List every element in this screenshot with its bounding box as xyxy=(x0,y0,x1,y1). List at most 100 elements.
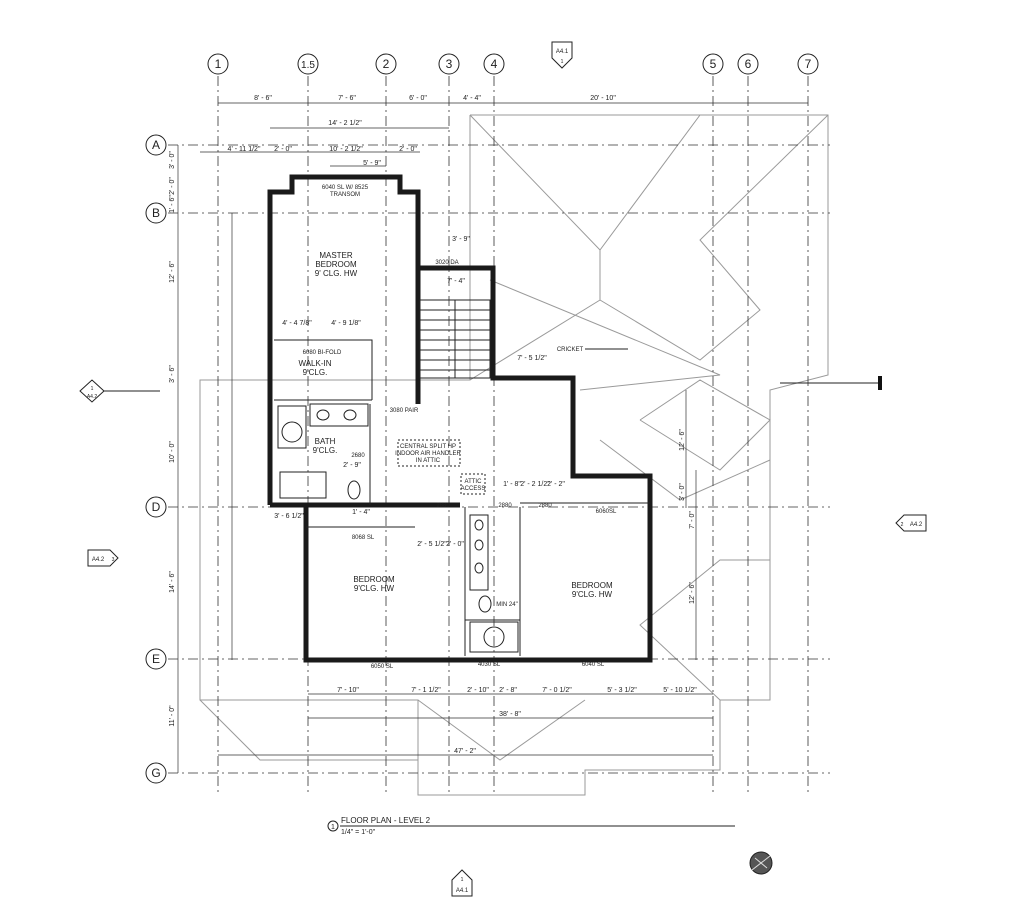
svg-text:2' - 5 1/2": 2' - 5 1/2" xyxy=(417,541,447,548)
svg-text:2' - 0": 2' - 0" xyxy=(274,146,292,153)
dimensions-bottom: 7' - 10" 7' - 1 1/2" 2' - 10" 2' - 8" 7'… xyxy=(218,687,713,756)
bathroom-fixtures xyxy=(277,403,519,653)
svg-text:6: 6 xyxy=(745,57,752,71)
section-mark-top: A4.1 1 xyxy=(551,41,573,69)
grid-bubble-7: 7 xyxy=(797,53,819,75)
svg-text:3' - 6": 3' - 6" xyxy=(169,365,176,383)
section-line-right xyxy=(780,376,882,390)
svg-text:1' - 6": 1' - 6" xyxy=(169,195,176,213)
svg-text:12' - 6": 12' - 6" xyxy=(689,582,696,604)
drawing-scale-text: 1/4" = 1'-0" xyxy=(341,829,376,836)
svg-text:1' - 4": 1' - 4" xyxy=(352,509,370,516)
svg-text:ATTIC: ATTIC xyxy=(465,479,483,485)
svg-text:12' - 6": 12' - 6" xyxy=(169,261,176,283)
svg-text:2880: 2880 xyxy=(436,503,450,509)
svg-text:B: B xyxy=(152,206,160,220)
svg-text:1: 1 xyxy=(91,386,94,392)
svg-text:MIN 24": MIN 24" xyxy=(496,602,517,608)
svg-text:9'CLG. HW: 9'CLG. HW xyxy=(572,590,613,599)
grid-row-bubbles: A B D E G xyxy=(145,134,167,784)
roof-outline xyxy=(199,114,829,796)
svg-text:2680: 2680 xyxy=(351,453,365,459)
svg-text:14' - 2 1/2": 14' - 2 1/2" xyxy=(328,120,362,127)
svg-text:A4.2: A4.2 xyxy=(910,522,923,528)
drawing-title: 1 FLOOR PLAN - LEVEL 2 1/4" = 1'-0" xyxy=(327,816,735,836)
svg-text:7' - 4": 7' - 4" xyxy=(447,278,465,285)
interior-walls xyxy=(274,339,650,656)
svg-text:5' - 9": 5' - 9" xyxy=(363,160,381,167)
svg-text:7' - 6": 7' - 6" xyxy=(338,95,356,102)
svg-text:1: 1 xyxy=(461,877,464,883)
room-walkin-label: WALK-IN xyxy=(298,359,331,368)
svg-text:7' - 10": 7' - 10" xyxy=(337,687,359,694)
svg-text:4' - 4": 4' - 4" xyxy=(463,95,481,102)
exterior-walls xyxy=(267,174,653,663)
svg-text:2' - 0": 2' - 0" xyxy=(169,177,176,195)
svg-text:E: E xyxy=(152,652,160,666)
svg-text:1: 1 xyxy=(215,57,222,71)
svg-text:5' - 10 1/2": 5' - 10 1/2" xyxy=(663,687,697,694)
toilet-icon xyxy=(347,480,361,500)
svg-text:3: 3 xyxy=(112,557,115,563)
svg-text:INDOOR AIR HANDLER: INDOOR AIR HANDLER xyxy=(395,451,461,457)
grid-bubble-3: 3 xyxy=(438,53,460,75)
svg-text:2880: 2880 xyxy=(498,503,512,509)
svg-text:2' - 0": 2' - 0" xyxy=(399,146,417,153)
grid-bubble-5: 5 xyxy=(702,53,724,75)
svg-text:38' - 8": 38' - 8" xyxy=(499,711,521,718)
shower-icon xyxy=(281,421,303,443)
svg-text:3' - 0": 3' - 0" xyxy=(679,483,686,501)
svg-text:4030 SL: 4030 SL xyxy=(478,662,501,668)
room-labels: MASTER BEDROOM 9' CLG. HW WALK-IN 9'CLG.… xyxy=(298,251,613,599)
svg-text:7' - 5 1/2": 7' - 5 1/2" xyxy=(517,355,547,362)
section-mark-bottom: 1 A4.1 xyxy=(451,869,473,897)
sink-icon xyxy=(316,409,330,421)
svg-text:3' - 6 1/2": 3' - 6 1/2" xyxy=(274,513,304,520)
grid-bubble-d: D xyxy=(145,496,167,518)
vanity-icon xyxy=(469,514,489,591)
grid-bubble-4: 4 xyxy=(483,53,505,75)
svg-text:9'CLG. HW: 9'CLG. HW xyxy=(354,584,395,593)
stairs xyxy=(419,299,491,379)
svg-text:4' - 11 1/2": 4' - 11 1/2" xyxy=(228,146,261,153)
svg-text:10' - 2 1/2": 10' - 2 1/2" xyxy=(329,146,363,153)
svg-text:11' - 0": 11' - 0" xyxy=(169,705,176,727)
grid-bubble-g: G xyxy=(145,762,167,784)
grid-bubble-6: 6 xyxy=(737,53,759,75)
svg-text:6060SL: 6060SL xyxy=(596,509,617,515)
svg-text:CRICKET: CRICKET xyxy=(557,347,584,353)
svg-text:9'CLG.: 9'CLG. xyxy=(313,446,338,455)
grid-bubble-1-5: 1.5 xyxy=(297,53,319,75)
svg-text:2' - 2": 2' - 2" xyxy=(547,481,565,488)
svg-text:1' - 8": 1' - 8" xyxy=(503,481,521,488)
grid-bubble-b: B xyxy=(145,202,167,224)
svg-text:6080 BI-FOLD: 6080 BI-FOLD xyxy=(303,350,342,356)
section-mark-left: 1 A4.2 xyxy=(79,379,160,403)
svg-text:BEDROOM: BEDROOM xyxy=(315,260,357,269)
svg-text:8068 SL: 8068 SL xyxy=(352,535,375,541)
annotation-notes: 6040 SL W/ 8525 TRANSOM 6080 BI-FOLD 308… xyxy=(303,185,628,670)
svg-text:4' - 9 1/8": 4' - 9 1/8" xyxy=(331,320,361,327)
dimensions-left: 3' - 0" 2' - 0" 1' - 6" 12' - 6" 3' - 6"… xyxy=(169,145,233,773)
svg-text:CENTRAL SPLIT HP: CENTRAL SPLIT HP xyxy=(400,444,456,450)
svg-text:8' - 6": 8' - 6" xyxy=(254,95,272,102)
grid-column-bubbles: 1 1.5 2 3 4 5 6 7 xyxy=(207,53,819,75)
svg-text:D: D xyxy=(152,500,161,514)
svg-text:6050 SL: 6050 SL xyxy=(371,664,394,670)
svg-text:20' - 10": 20' - 10" xyxy=(590,95,616,102)
grid-bubble-a: A xyxy=(145,134,167,156)
svg-text:3' - 9": 3' - 9" xyxy=(452,236,470,243)
dimensions-misc: 3' - 9" 7' - 4" 7' - 5 1/2" 4' - 4 7/8" … xyxy=(274,236,565,548)
svg-text:12' - 6": 12' - 6" xyxy=(679,429,686,451)
sink-icon-2 xyxy=(343,409,357,421)
svg-text:A4.1: A4.1 xyxy=(556,49,569,55)
svg-text:A4.2: A4.2 xyxy=(92,557,105,563)
shower-icon-2 xyxy=(469,621,519,653)
room-bedroom-left-label: BEDROOM xyxy=(353,575,395,584)
svg-text:2' - 0": 2' - 0" xyxy=(446,541,464,548)
svg-text:6040 SL: 6040 SL xyxy=(582,662,605,668)
svg-text:6040 SL W/ 8525: 6040 SL W/ 8525 xyxy=(322,185,369,191)
svg-text:7' - 1 1/2": 7' - 1 1/2" xyxy=(411,687,441,694)
